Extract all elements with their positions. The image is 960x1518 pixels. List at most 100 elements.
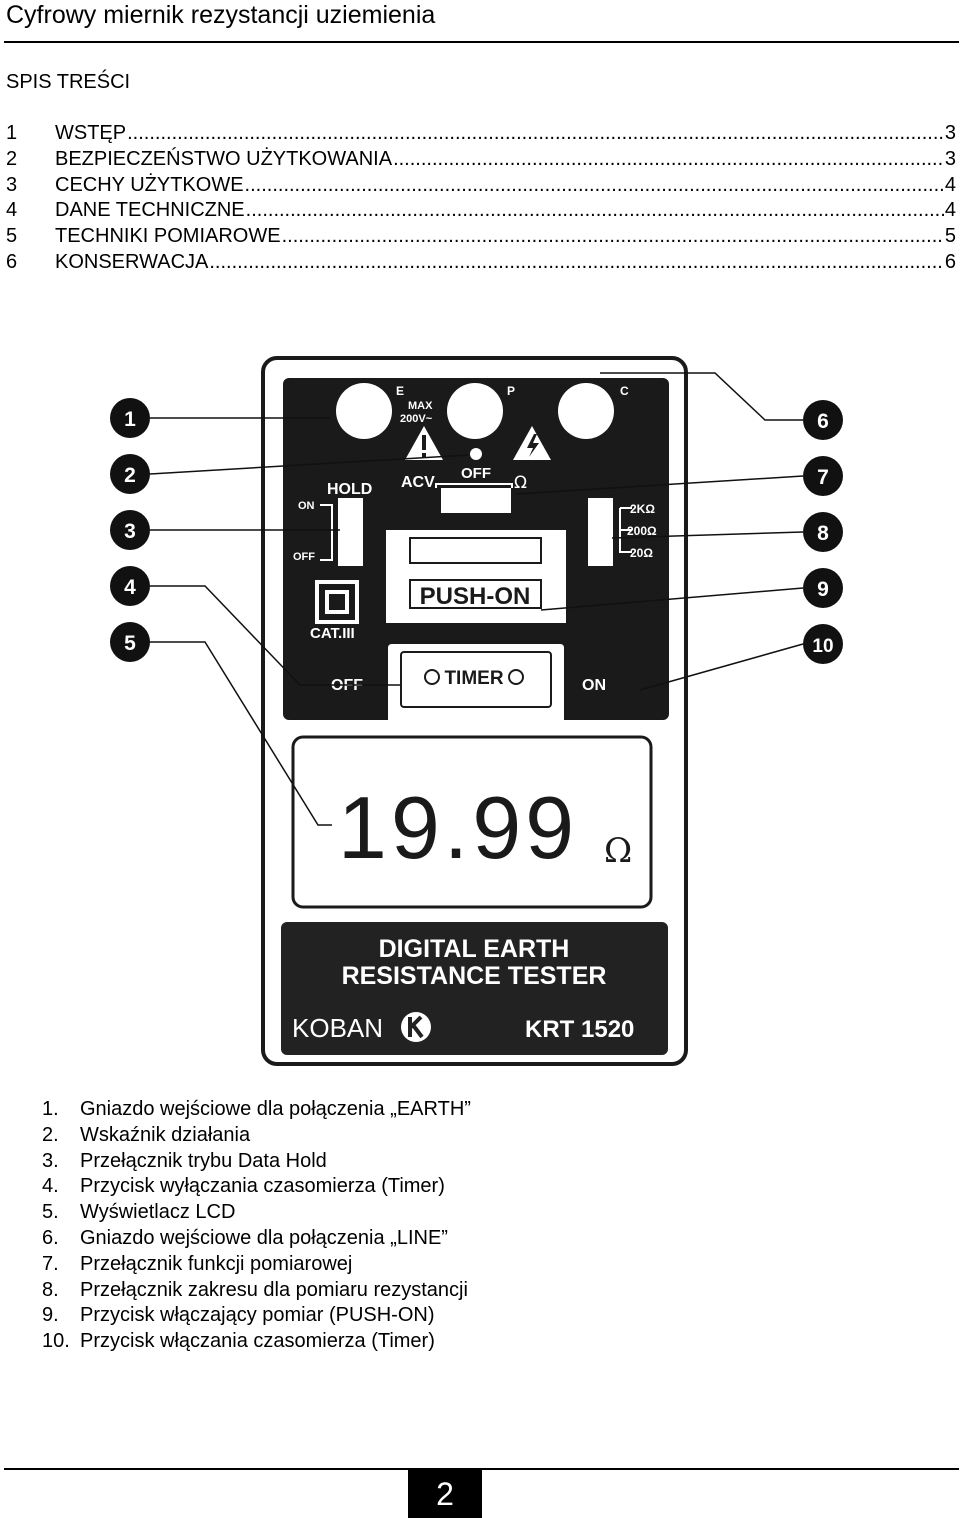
function-scale [435, 483, 513, 488]
toc-entry-label: WSTĘP [55, 122, 127, 144]
legend-item-number: 8. [42, 1278, 59, 1301]
legend-item-text: Przycisk wyłączania czasomierza (Timer) [80, 1175, 445, 1198]
legend-item-text: Przycisk włączania czasomierza (Timer) [80, 1330, 435, 1353]
potential-socket[interactable] [447, 383, 503, 439]
toc-leader-dots [246, 198, 944, 224]
timer-button[interactable] [400, 651, 552, 708]
toc-entry-number: 2 [6, 147, 18, 170]
legend-item-number: 5. [42, 1201, 59, 1224]
page-number: 2 [408, 1470, 482, 1518]
product-name-line-2: RESISTANCE TESTER [342, 962, 607, 990]
legend-item-number: 2. [42, 1123, 59, 1146]
range-2k-label: 2KΩ [630, 502, 655, 516]
toc-leader-dots [282, 224, 944, 250]
double-insulation-icon [315, 580, 359, 624]
callout-number: 4 [124, 576, 136, 599]
table-of-contents: 1 WSTĘP 3 2 BEZPIECZEŃSTWO UŻYTKOWANIA 3 3CE… [6, 121, 956, 276]
toc-entry-number: 5 [6, 225, 18, 248]
device-diagram: E P C MAX 200V~ OFF ACV Ω HOLD ON OFF 2K… [110, 356, 843, 1066]
warning-icon [405, 426, 443, 460]
lcd-display [291, 735, 653, 909]
legend-item-number: 7. [42, 1252, 59, 1275]
earth-socket[interactable] [336, 383, 392, 439]
legend-item: 1. Gniazdo wejściowe dla połączenia „EART… [42, 1097, 471, 1123]
timer-label: TIMER [444, 668, 503, 689]
component-legend: 1. Gniazdo wejściowe dla połączenia „EART… [42, 1097, 471, 1355]
max-voltage-value: 200V~ [400, 413, 433, 425]
legend-item-text: Przycisk włączający pomiar (PUSH-ON) [80, 1304, 435, 1327]
current-socket[interactable] [558, 383, 614, 439]
toc-entry-page: 6 [944, 250, 956, 273]
hold-scale [320, 504, 333, 561]
toc-entry-label: CECHY UŻYTKOWE [55, 173, 244, 196]
toc-entry-number: 1 [6, 122, 18, 144]
high-voltage-icon [513, 426, 551, 460]
toc-entry-label: BEZPIECZEŃSTWO UŻYTKOWANIA [55, 147, 393, 170]
callout-8: 8 [611, 512, 843, 552]
legend-item-text: Przełącznik trybu Data Hold [80, 1149, 327, 1172]
callout-5: 5 [110, 622, 332, 826]
hold-switch[interactable] [338, 498, 363, 566]
legend-item: 2. Wskaźnik działania [42, 1123, 471, 1149]
header-divider [4, 41, 959, 43]
power-indicator-led [470, 448, 482, 460]
legend-item-number: 4. [42, 1175, 59, 1198]
function-selector-switch[interactable] [441, 488, 511, 513]
lcd-reading: 19.99 [338, 778, 578, 877]
callout-number: 5 [124, 632, 136, 655]
timer-on-label: ON [582, 677, 606, 694]
range-scale [619, 507, 632, 553]
push-on-button[interactable] [409, 579, 542, 609]
legend-item: 9. Przycisk włączający pomiar (PUSH-ON) [42, 1303, 471, 1329]
toc-entry[interactable]: 6 KONSERWACJA 6 [6, 250, 956, 276]
function-acv-label: ACV [401, 474, 435, 491]
callout-number: 8 [817, 522, 829, 545]
legend-item: 5. Wyświetlacz LCD [42, 1200, 471, 1226]
toc-leader-dots [127, 121, 944, 147]
legend-item-text: Gniazdo wejściowe dla połączenia „EARTH” [80, 1098, 471, 1120]
legend-item-text: Wyświetlacz LCD [80, 1201, 236, 1224]
toc-leader-dots [393, 147, 944, 173]
max-voltage-label: MAX [408, 400, 433, 412]
callout-number: 7 [817, 466, 829, 489]
toc-entry[interactable]: 2 BEZPIECZEŃSTWO UŻYTKOWANIA 3 [6, 147, 956, 173]
toc-leader-dots [245, 173, 944, 199]
socket-label-c: C [620, 384, 629, 398]
toc-entry[interactable]: 1 WSTĘP 3 [6, 121, 956, 147]
toc-entry-page: 3 [944, 122, 956, 144]
callout-7: 7 [515, 456, 843, 496]
toc-entry-label: KONSERWACJA [55, 250, 209, 273]
legend-item: 6.Gniazdo wejściowe dla połączenia „LINE… [42, 1226, 471, 1252]
legend-item: 4. Przycisk wyłączania czasomierza (Timer… [42, 1174, 471, 1200]
toc-entry-page: 3 [944, 147, 956, 170]
callout-number: 6 [817, 410, 829, 433]
function-off-label: OFF [461, 465, 491, 482]
hold-off-label: OFF [293, 551, 315, 563]
timer-off-dot-icon [424, 669, 440, 685]
toc-entry-number: 6 [6, 250, 18, 273]
range-20-label: 20Ω [630, 546, 653, 560]
brand-logo-icon [401, 1012, 431, 1042]
legend-item-number: 3. [42, 1149, 59, 1172]
function-ohm-label: Ω [514, 473, 527, 493]
category-label: CAT.III [310, 625, 355, 642]
legend-item-text: Wskaźnik działania [80, 1123, 251, 1146]
legend-item-number: 1. [42, 1098, 59, 1120]
brand-logo: KOBAN [292, 1013, 383, 1043]
legend-item-text: Gniazdo wejściowe dla połączenia „LINE” [80, 1226, 448, 1249]
legend-item: 7.Przełącznik funkcji pomiarowej [42, 1252, 471, 1278]
callout-10: 10 [639, 624, 843, 691]
legend-item-number: 9. [42, 1304, 59, 1327]
legend-item-number: 10. [42, 1330, 70, 1353]
socket-label-e: E [396, 384, 404, 398]
document-title: Cyfrowy miernik rezystancji uziemienia [6, 1, 436, 29]
product-name-line-1: DIGITAL EARTH [379, 935, 570, 963]
toc-entry-label: DANE TECHNICZNE [55, 199, 245, 222]
toc-entry-label: TECHNIKI POMIAROWE [55, 225, 281, 248]
callout-3: 3 [110, 510, 340, 550]
range-selector-switch[interactable] [588, 498, 613, 566]
callout-number: 1 [124, 408, 136, 431]
